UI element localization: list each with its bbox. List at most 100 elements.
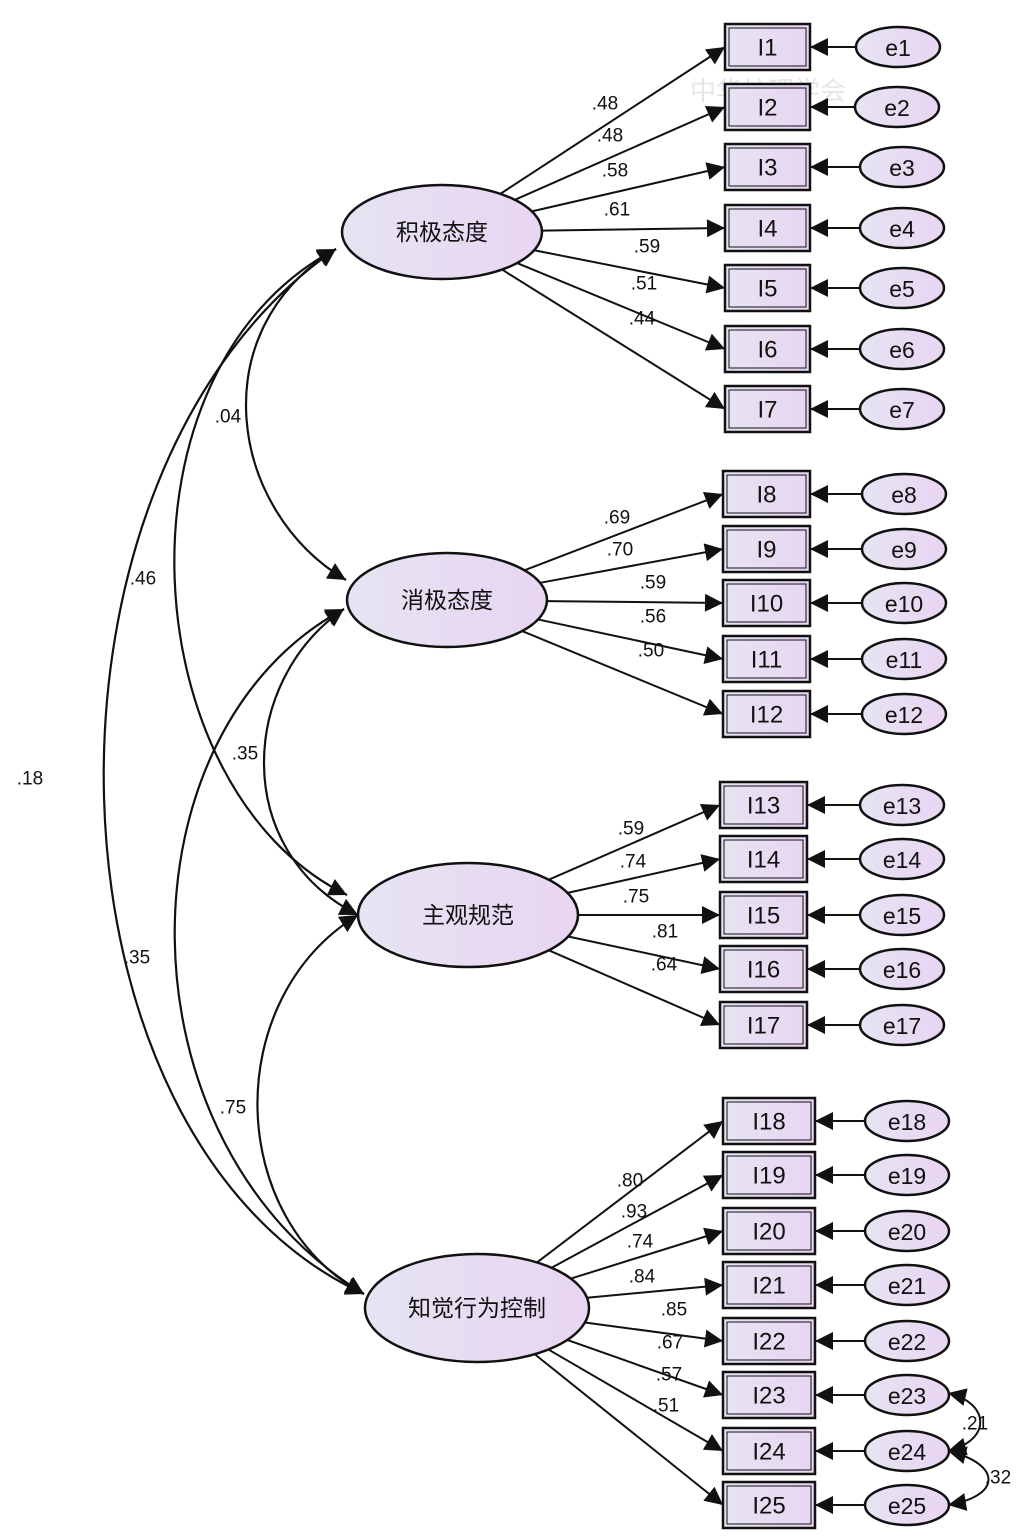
latent-label: 积极态度: [396, 220, 488, 246]
indicator-box-inner: [728, 208, 807, 248]
error-ellipse: [860, 581, 948, 625]
error-ellipse: [863, 1099, 951, 1143]
error-ellipse: [858, 327, 946, 371]
loading-arrow: [524, 492, 724, 572]
loading-label: .75: [623, 887, 649, 908]
error-label: e8: [891, 482, 917, 508]
loading-label: .48: [592, 94, 618, 115]
loading-label: .64: [651, 955, 678, 976]
indicator-label: I16: [747, 957, 780, 984]
indicator-box-inner: [726, 474, 807, 514]
error-label: e23: [888, 1383, 926, 1409]
error-label: e24: [888, 1439, 927, 1465]
loading-arrow: [551, 1174, 724, 1269]
indicator-box: [718, 1000, 809, 1050]
loading-label: .74: [627, 1232, 654, 1253]
indicator-box: [718, 834, 809, 884]
factor-correlation-label: .04: [215, 407, 242, 428]
error-ellipse: [858, 387, 946, 431]
loading-arrow: [567, 854, 721, 894]
error-label: e15: [883, 903, 921, 929]
error-label: e1: [885, 35, 911, 61]
factor-correlation-arrow: [244, 248, 347, 581]
indicator-label: I24: [752, 1439, 785, 1466]
indicator-label: I15: [747, 903, 780, 930]
loading-arrow: [516, 262, 726, 351]
error-ellipse: [860, 637, 948, 681]
error-label: e11: [886, 647, 923, 673]
error-label: e19: [888, 1163, 926, 1189]
indicator-box-inner: [726, 1265, 812, 1305]
indicator-label: I21: [752, 1273, 785, 1300]
factor-correlation-arrow: [102, 248, 365, 1295]
error-covariance-arrow: [947, 1388, 982, 1456]
indicator-label: I9: [756, 537, 776, 564]
loading-arrow: [499, 46, 726, 195]
loading-label: .80: [617, 1171, 643, 1192]
error-ellipse: [860, 527, 948, 571]
indicator-box-inner: [726, 1211, 812, 1251]
loading-arrow: [567, 935, 721, 975]
error-label: e9: [891, 537, 917, 563]
indicator-box-inner: [728, 87, 807, 127]
error-ellipse: [858, 1003, 946, 1047]
loading-label: .85: [661, 1300, 687, 1321]
indicator-box: [721, 1096, 817, 1146]
error-label: e21: [888, 1273, 926, 1299]
loading-layer: .48.48.58.61.59.51.44.69.70.59.56.50.59.…: [499, 46, 726, 1506]
indicator-box-inner: [726, 1375, 812, 1415]
error-label: e5: [889, 276, 915, 302]
indicator-label: I8: [756, 482, 776, 509]
error-ellipse: [863, 1153, 951, 1197]
loading-label: .56: [640, 607, 666, 628]
factor-correlation-arrow: [173, 608, 365, 1295]
error-label: e7: [889, 397, 915, 423]
indicator-label: I10: [750, 591, 783, 618]
factor-correlation-label: .46: [130, 569, 156, 590]
error-label: e20: [888, 1219, 926, 1245]
indicator-box-inner: [723, 895, 804, 935]
loading-label: .84: [629, 1267, 656, 1288]
error-label: e22: [888, 1329, 926, 1355]
error-ellipse: [858, 266, 946, 310]
latent-ellipse: [340, 183, 544, 281]
indicator-box: [721, 1260, 817, 1310]
loading-arrow: [548, 949, 721, 1027]
indicator-label: I19: [752, 1163, 785, 1190]
error-label: e6: [889, 337, 915, 363]
indicator-label: I12: [750, 702, 783, 729]
loading-arrow: [570, 1227, 724, 1280]
error-ellipse: [858, 783, 946, 827]
indicator-label: I25: [752, 1493, 785, 1520]
indicator-label: I5: [757, 276, 777, 303]
indicator-box-inner: [726, 694, 807, 734]
indicator-label: I13: [747, 793, 780, 820]
indicator-label: I6: [757, 337, 777, 364]
indicator-box-inner: [728, 147, 807, 187]
indicator-label: I18: [752, 1109, 785, 1136]
indicator-box-inner: [723, 949, 804, 989]
loading-arrow: [501, 268, 726, 410]
loading-arrow: [514, 106, 726, 201]
factor-correlation-label: .35: [124, 948, 150, 969]
indicator-box-inner: [726, 529, 807, 569]
error-ellipse: [863, 1319, 951, 1363]
indicator-box-inner: [723, 1005, 804, 1045]
indicator-label: I2: [757, 95, 777, 122]
latent-label: 主观规范: [422, 903, 514, 929]
loading-label: .61: [604, 200, 630, 221]
loading-label: .93: [621, 1202, 647, 1223]
loading-label: .59: [640, 573, 666, 594]
loading-label: .70: [607, 540, 633, 561]
loading-arrow: [541, 219, 726, 238]
indicator-label: I23: [752, 1383, 785, 1410]
error-ellipse: [863, 1263, 951, 1307]
indicator-label: I4: [757, 216, 777, 243]
indicator-box: [721, 1206, 817, 1256]
latent-ellipse: [345, 551, 549, 649]
error-ellipse: [853, 85, 941, 129]
factor-correlation-label: .75: [220, 1098, 246, 1119]
loading-arrow: [533, 249, 726, 294]
error-label: e14: [883, 847, 922, 873]
